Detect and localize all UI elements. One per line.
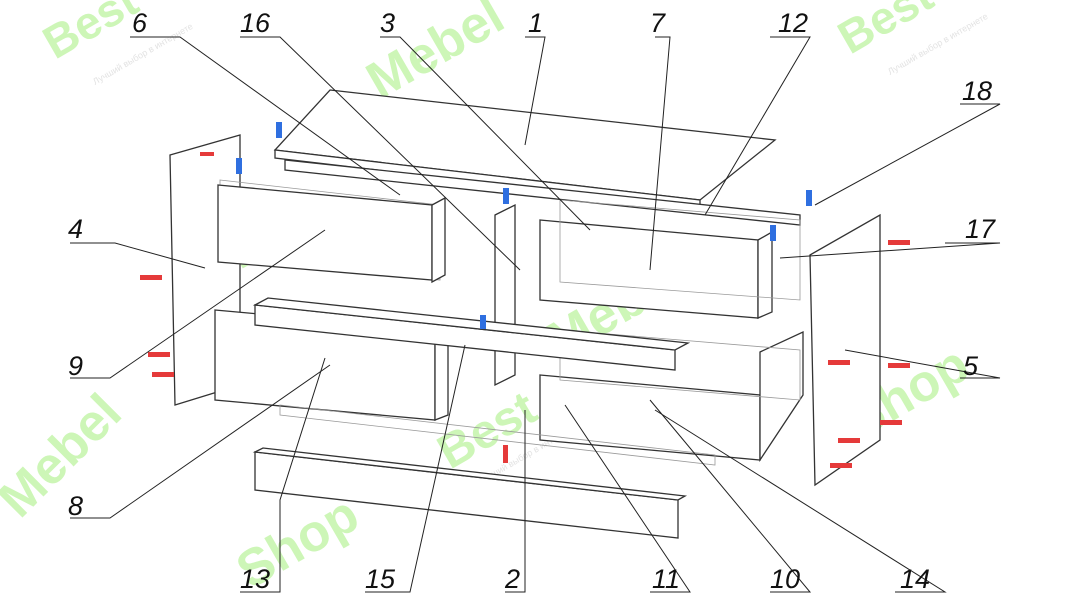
bracket-icon-5 (770, 225, 776, 241)
callout-13: 13 (240, 564, 270, 594)
callouts: 1 2 3 4 5 6 7 8 9 10 11 12 13 14 15 16 1… (68, 8, 996, 594)
callout-10: 10 (770, 564, 800, 594)
bracket-icon-1 (276, 122, 282, 138)
callout-2: 2 (504, 564, 520, 594)
callout-12: 12 (778, 8, 808, 38)
callout-14: 14 (900, 564, 930, 594)
fastener-icon-3 (148, 352, 170, 357)
fastener-icon-6 (888, 363, 910, 368)
fastener-icon-4 (152, 372, 174, 377)
callout-9: 9 (68, 351, 83, 381)
fastener-icon-2 (140, 275, 162, 280)
fastener-icon-9 (838, 438, 860, 443)
callout-11: 11 (652, 564, 680, 594)
fastener-icon-1 (200, 152, 214, 156)
fastener-icon-11 (503, 445, 508, 463)
watermark-mebel-left: Mebel (0, 383, 133, 528)
middle-divider (494, 203, 516, 387)
callout-3: 3 (380, 8, 395, 38)
bottom-frame (279, 404, 716, 466)
callout-17: 17 (965, 214, 996, 244)
callout-1: 1 (528, 8, 543, 38)
drawer-upper-right-side (757, 230, 773, 319)
bracket-icon-3 (503, 188, 509, 204)
callout-18: 18 (962, 76, 992, 106)
callout-6: 6 (132, 8, 148, 38)
drawer-upper-right-back (559, 199, 801, 301)
callout-8: 8 (68, 491, 83, 521)
callout-7: 7 (650, 8, 666, 38)
leader-lines (70, 36, 1001, 593)
callout-5: 5 (963, 351, 979, 381)
plinth-top (252, 447, 688, 501)
bracket-icon-2 (236, 158, 242, 174)
callout-15: 15 (365, 564, 396, 594)
drawer-lower-right-back (559, 329, 801, 401)
callout-16: 16 (240, 8, 271, 38)
fastener-icon-8 (880, 420, 902, 425)
callout-4: 4 (68, 214, 83, 244)
bracket-icon-6 (480, 315, 486, 329)
drawer-upper-left-side (431, 196, 446, 284)
drawer-lower-right-side (759, 330, 804, 463)
drawer-upper-right-front (539, 219, 759, 319)
bracket-icon-4 (806, 190, 812, 206)
fastener-icon-7 (828, 360, 850, 365)
fastener-icon-10 (830, 463, 852, 468)
middle-rail-top (252, 297, 691, 351)
fastener-icon-5 (888, 240, 910, 245)
